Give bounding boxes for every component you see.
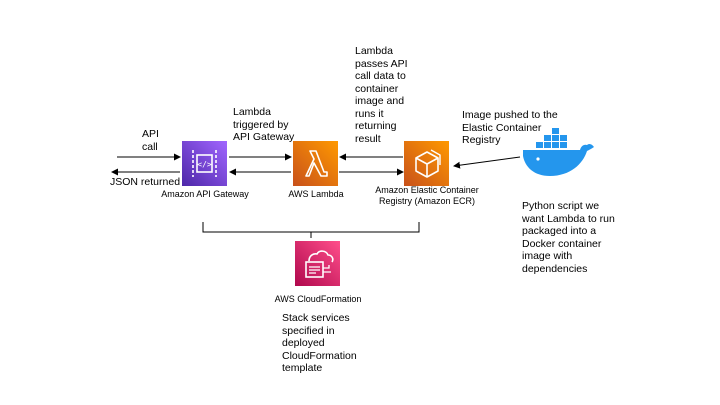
ecr-caption: Amazon Elastic Container Registry (Amazo… xyxy=(375,185,479,206)
lambda-triggered-label: Lambda triggered by API Gateway xyxy=(233,106,295,143)
cloudformation-bracket xyxy=(202,222,420,238)
api-gateway-icon: </> xyxy=(182,141,227,186)
cloudformation-icon xyxy=(295,241,340,286)
python-script-label: Python script we want Lambda to run pack… xyxy=(522,200,615,275)
lambda-passes-label: Lambda passes API call data to container… xyxy=(355,45,408,145)
image-pushed-label: Image pushed to the Elastic Container Re… xyxy=(462,109,558,146)
cloudformation-caption: AWS CloudFormation xyxy=(274,294,362,304)
svg-text:</>: </> xyxy=(197,160,212,169)
json-returned-label: JSON returned xyxy=(110,176,181,188)
api-gateway-caption: Amazon API Gateway xyxy=(161,189,249,199)
docker-to-ecr-arrow xyxy=(453,156,521,169)
lambda-caption: AWS Lambda xyxy=(288,189,344,199)
stack-services-label: Stack services specified in deployed Clo… xyxy=(282,312,357,374)
ecr-icon xyxy=(404,141,449,186)
lambda-icon xyxy=(293,141,338,186)
api-call-label: API call xyxy=(142,128,159,153)
docker-whale-icon xyxy=(520,126,600,182)
